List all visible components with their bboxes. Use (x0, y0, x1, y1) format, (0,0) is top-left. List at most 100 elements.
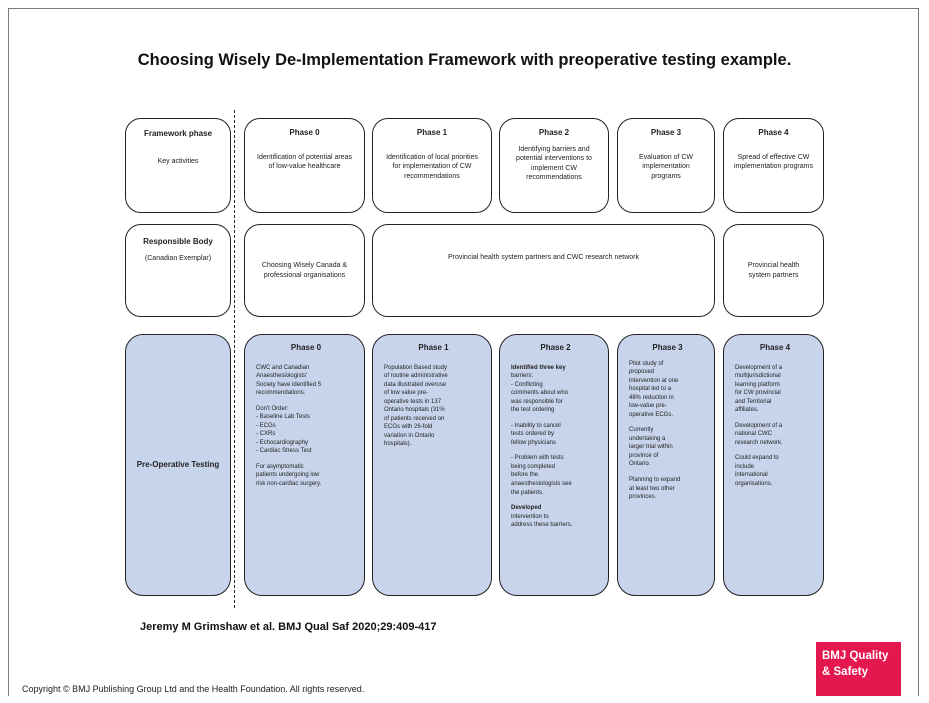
text-line: at least two other (629, 485, 675, 492)
text-line: - Inability to cancel (511, 422, 561, 429)
preop-phase-0-paragraph: CWC and Canadian Anaesthesiologists' Soc… (256, 364, 356, 398)
preop-phase-0-paragraph: For asymptomatic patients undergoing low… (256, 463, 356, 489)
text-line: - Conflicting (511, 381, 543, 388)
framework-phase-1-title: Phase 1 (416, 128, 448, 137)
text-line: for CW provincial (735, 390, 781, 397)
text-line: include (735, 463, 755, 470)
text-line: of patients received on (384, 415, 445, 422)
framework-phase-4-text: Spread of effective CW implementation pr… (734, 153, 813, 171)
text-line: Could expand to (735, 455, 779, 462)
logo-line-1: BMJ Quality (822, 650, 889, 662)
framework-phase-label: Framework phase (143, 129, 213, 138)
framework-phase-0-box: Phase 0 Identification of potential area… (244, 118, 365, 213)
text-line: Society have identified 5 (256, 381, 322, 388)
text-line: affiliates. (735, 407, 759, 414)
text-line: provinces. (629, 494, 657, 501)
responsible-phase-0-box: Choosing Wisely Canada & professional or… (244, 224, 365, 317)
preop-phase-0-paragraph: Don't Order: - Baseline Lab Tests - ECGs… (256, 405, 356, 456)
text-line: 48% reduction in (629, 394, 674, 401)
framework-phase-label-box: Framework phase Key activities (125, 118, 231, 213)
text-line: Development of a (735, 422, 783, 429)
text-line: intervention to (511, 513, 549, 520)
preop-phase-1-title: Phase 1 (418, 343, 449, 352)
preop-phase-2-box: Phase 2 Identified three key barriers: -… (499, 334, 609, 596)
preop-phase-4-title: Phase 4 (759, 343, 791, 352)
text-line: tests ordered by (511, 431, 555, 438)
preop-phase-2-paragraph: Identified three key barriers: - Conflic… (511, 364, 600, 415)
preop-phase-4-paragraph: Development of a national CWC research n… (735, 422, 815, 448)
text-line: hospitals). (384, 441, 412, 448)
slide-title: Choosing Wisely De-Implementation Framew… (137, 51, 792, 69)
text-line: learning platform (735, 381, 780, 388)
preop-phase-3-paragraph: Pilot study of proposed intervention at … (629, 360, 706, 420)
responsible-phase-1-3-text: Provincial health system partners and CW… (447, 254, 640, 261)
text-line: proposed (629, 369, 655, 376)
framework-phase-1-text: Identification of local priorities for i… (386, 153, 478, 180)
text-line: national CWC (735, 431, 773, 438)
text-line: undertaking a (629, 435, 666, 442)
key-activities-label: Key activities (157, 157, 199, 165)
text-line: - Baseline Lab Tests (256, 414, 310, 421)
preop-phase-3-box: Phase 3 Pilot study of proposed interven… (617, 334, 715, 596)
bmj-quality-safety-logo: BMJ Quality & Safety (816, 642, 901, 696)
text-line: multijurisdictional (735, 373, 781, 380)
text-line: Development of a (735, 364, 783, 371)
text-line: organisations. (735, 480, 773, 487)
preop-phase-2-paragraph: Developed intervention to address these … (511, 504, 600, 530)
text-line: low-value pre- (629, 403, 667, 410)
responsible-body-label: Responsible Body (143, 237, 213, 246)
text-line: larger trial within (629, 444, 673, 451)
responsible-phase-4-text: Provincial health system partners (747, 262, 800, 279)
text-line: of low value pre- (384, 390, 429, 397)
dashed-divider (234, 110, 235, 608)
text-line: province of (629, 452, 659, 459)
framework-phase-1-box: Phase 1 Identification of local prioriti… (372, 118, 492, 213)
text-line: patients undergoing low (256, 472, 320, 479)
copyright-notice: Copyright © BMJ Publishing Group Ltd and… (22, 684, 365, 694)
preop-phase-1-box: Phase 1 Population Based study of routin… (372, 334, 492, 596)
text-line: the test ordering (511, 407, 555, 414)
text-line: - Echocardiography (256, 439, 309, 446)
framework-phase-3-box: Phase 3 Evaluation of CW implementation … (617, 118, 715, 213)
framework-phase-4-title: Phase 4 (758, 128, 789, 137)
text-line: Developed (511, 505, 542, 512)
framework-phase-4-box: Phase 4 Spread of effective CW implement… (723, 118, 824, 213)
text-line: Ontario. (629, 461, 651, 468)
canadian-exemplar-label: (Canadian Exemplar) (144, 254, 212, 262)
responsible-phase-4-box: Provincial health system partners (723, 224, 824, 317)
text-line: barriers: (511, 373, 534, 380)
text-line: the patients. (511, 489, 544, 496)
text-line: fellow physicians (511, 439, 557, 446)
text-line: Identified three key (511, 364, 566, 371)
text-line: - Cardiac Stress Test (256, 448, 312, 455)
text-line: international (735, 472, 768, 479)
text-line: being completed (511, 463, 556, 470)
responsible-phase-0-text: Choosing Wisely Canada & professional or… (261, 262, 348, 279)
framework-phase-3-text: Evaluation of CW implementation programs (638, 153, 694, 180)
preop-phase-3-paragraph: Currently undertaking a larger trial wit… (629, 426, 706, 469)
text-line: variation in Ontario (384, 432, 435, 439)
text-line: Currently (629, 427, 654, 434)
pre-operative-testing-label: Pre-Operative Testing (136, 459, 220, 469)
framework-phase-0-text: Identification of potential areas of low… (257, 153, 352, 171)
framework-phase-3-title: Phase 3 (650, 128, 682, 137)
logo-line-2: & Safety (822, 665, 869, 678)
text-line: Planning to expand (629, 476, 681, 483)
preop-phase-2-paragraph: - Problem with tests being completed bef… (511, 454, 600, 497)
text-line: Pilot study of (629, 360, 664, 367)
preop-phase-3-title: Phase 3 (652, 343, 683, 352)
preop-phase-0-title: Phase 0 (290, 343, 322, 352)
preop-phase-4-box: Phase 4 Development of a multijurisdicti… (723, 334, 824, 596)
responsible-body-label-box: Responsible Body (Canadian Exemplar) (125, 224, 231, 317)
preop-phase-4-paragraph: Could expand to include international or… (735, 454, 815, 488)
text-line: intervention at one (629, 377, 679, 384)
text-line: - ECGs (256, 422, 276, 429)
framework-phase-2-text: Identifying barriers and potential inter… (516, 145, 592, 182)
text-line: risk non-cardiac surgery. (256, 480, 322, 487)
text-line: hospital led to a (629, 386, 672, 393)
text-line: For asymptomatic (256, 463, 304, 470)
text-line: address these barriers. (511, 522, 573, 529)
text-line: Population Based study (384, 364, 448, 371)
preop-phase-0-box: Phase 0 CWC and Canadian Anaesthesiologi… (244, 334, 365, 596)
text-line: - CXRs (256, 431, 276, 438)
